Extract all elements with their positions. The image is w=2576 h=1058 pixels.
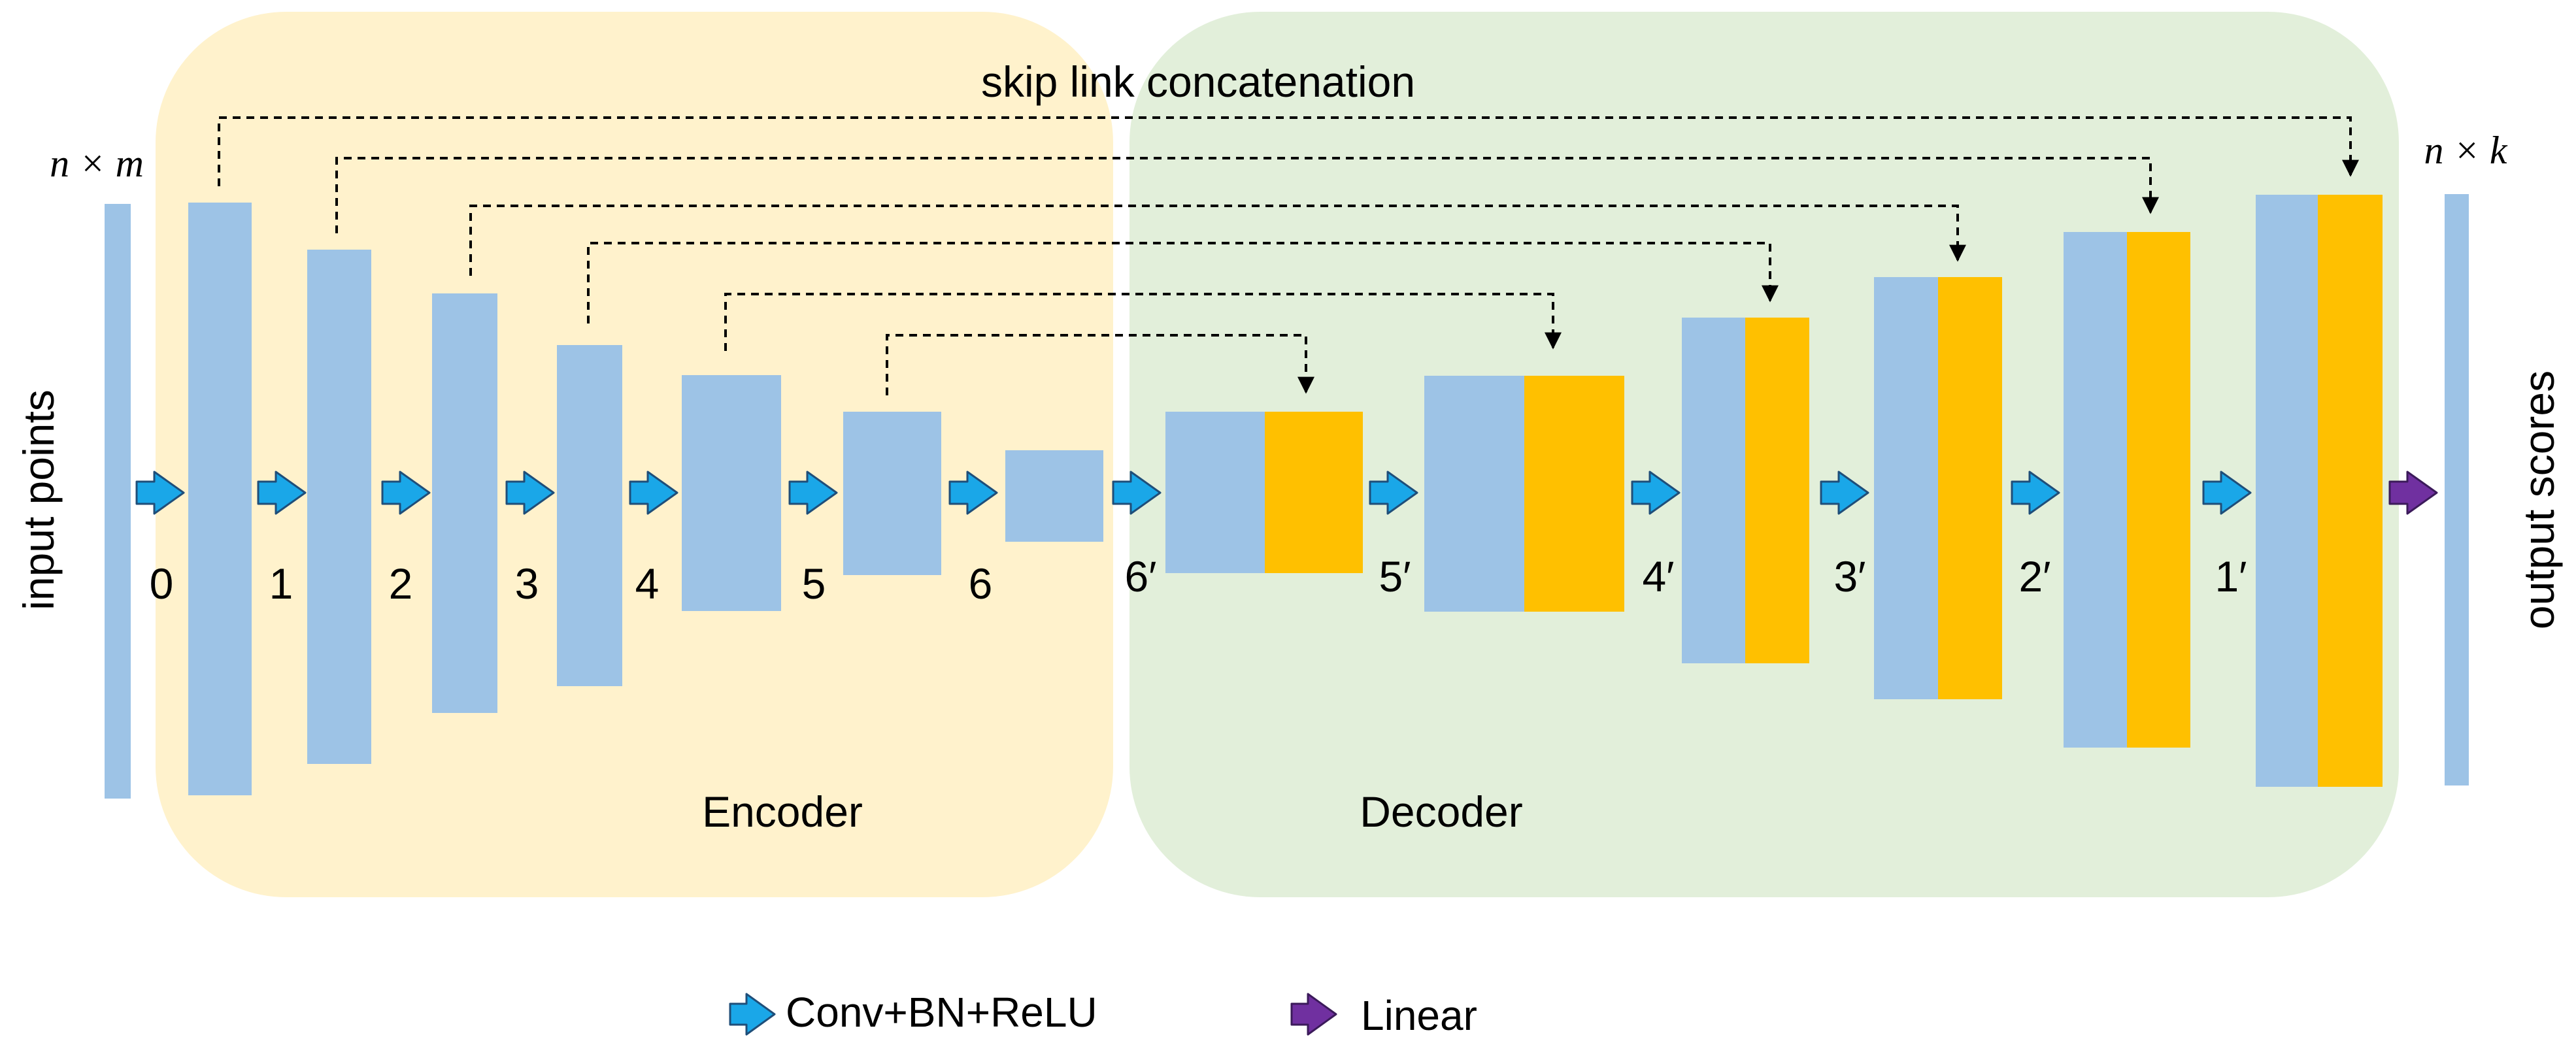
input-bar (105, 204, 131, 799)
conv-arrow-7 (1112, 471, 1162, 515)
conv-arrow-12 (2202, 471, 2252, 515)
skip-links (218, 116, 2359, 395)
conv-arrow-9 (1631, 471, 1681, 515)
stage-label-5-prime: 5′ (1379, 552, 1411, 601)
decoder-blocks (1165, 195, 2383, 787)
conv-arrow-0 (135, 471, 185, 515)
decoder-block-2-skip (2127, 232, 2190, 748)
decoder-block-6-skip (1265, 412, 1363, 573)
conv-arrow-4 (629, 471, 678, 515)
decoder-block-5-skip (1524, 376, 1624, 612)
decoder-block-5-feature (1424, 376, 1524, 612)
input-dims: n × m (50, 142, 144, 185)
stage-label-3: 3 (515, 559, 539, 608)
linear-arrow (2388, 471, 2438, 515)
encoder-block-7 (1005, 450, 1103, 542)
stage-label-0: 0 (150, 559, 174, 608)
stage-labels: 0 1 2 3 4 5 6 6′ 5′ 4′ 3′ 2′ 1′ (150, 552, 2247, 608)
output-dims: n × k (2424, 129, 2507, 172)
input-points-label: input points (14, 389, 63, 610)
decoder-block-4-feature (1682, 318, 1745, 663)
stage-label-2-prime: 2′ (2018, 552, 2050, 601)
skip-link-4 (724, 293, 1562, 351)
output-scores-label: output scores (2515, 371, 2563, 629)
output-bar (2445, 194, 2469, 785)
encoder-label: Encoder (702, 787, 863, 836)
conv-arrow-11 (2011, 471, 2060, 515)
encoder-block-4 (557, 345, 622, 686)
encoder-block-5 (682, 375, 781, 611)
decoder-block-1-feature (2256, 195, 2318, 787)
decoder-label: Decoder (1360, 787, 1522, 836)
legend-linear-arrow-icon (1290, 993, 1337, 1036)
conv-arrow-1 (257, 471, 307, 515)
stage-label-6: 6 (969, 559, 993, 608)
encoder-block-6 (843, 412, 941, 575)
skip-link-5 (886, 334, 1314, 395)
skip-link-1 (335, 157, 2159, 233)
stage-label-5: 5 (802, 559, 826, 608)
legend-linear-label: Linear (1361, 992, 1477, 1039)
stage-label-4: 4 (635, 559, 660, 608)
conv-arrow-2 (381, 471, 431, 515)
decoder-block-1-skip (2318, 195, 2383, 787)
encoder-block-1 (188, 203, 252, 795)
legend-conv-label: Conv+BN+ReLU (786, 989, 1097, 1036)
stage-label-3-prime: 3′ (1833, 552, 1865, 601)
conv-arrow-8 (1369, 471, 1418, 515)
decoder-block-6-feature (1165, 412, 1265, 573)
encoder-region (156, 12, 1113, 897)
skip-link-0 (218, 116, 2359, 186)
stage-label-1-prime: 1′ (2215, 552, 2247, 601)
skip-link-3 (587, 242, 1779, 323)
stage-label-6-prime: 6′ (1124, 552, 1156, 601)
legend-conv-arrow-icon (729, 993, 776, 1036)
decoder-block-4-skip (1745, 318, 1809, 663)
legend: Conv+BN+ReLU Linear (729, 989, 1477, 1039)
conv-arrow-5 (788, 471, 838, 515)
decoder-block-3-skip (1938, 277, 2002, 699)
conv-arrow-6 (948, 471, 998, 515)
conv-arrow-10 (1820, 471, 1869, 515)
skip-link-title: skip link concatenation (981, 58, 1415, 106)
encoder-block-3 (432, 293, 497, 713)
conv-arrows (135, 471, 2252, 515)
stage-label-2: 2 (389, 559, 413, 608)
conv-arrow-3 (505, 471, 555, 515)
encoder-blocks (188, 203, 1103, 795)
decoder-block-3-feature (1874, 277, 1938, 699)
stage-label-1: 1 (269, 559, 293, 608)
decoder-block-2-feature (2064, 232, 2127, 748)
skip-link-2 (469, 205, 1966, 276)
encoder-block-2 (307, 250, 371, 764)
stage-label-4-prime: 4′ (1642, 552, 1674, 601)
